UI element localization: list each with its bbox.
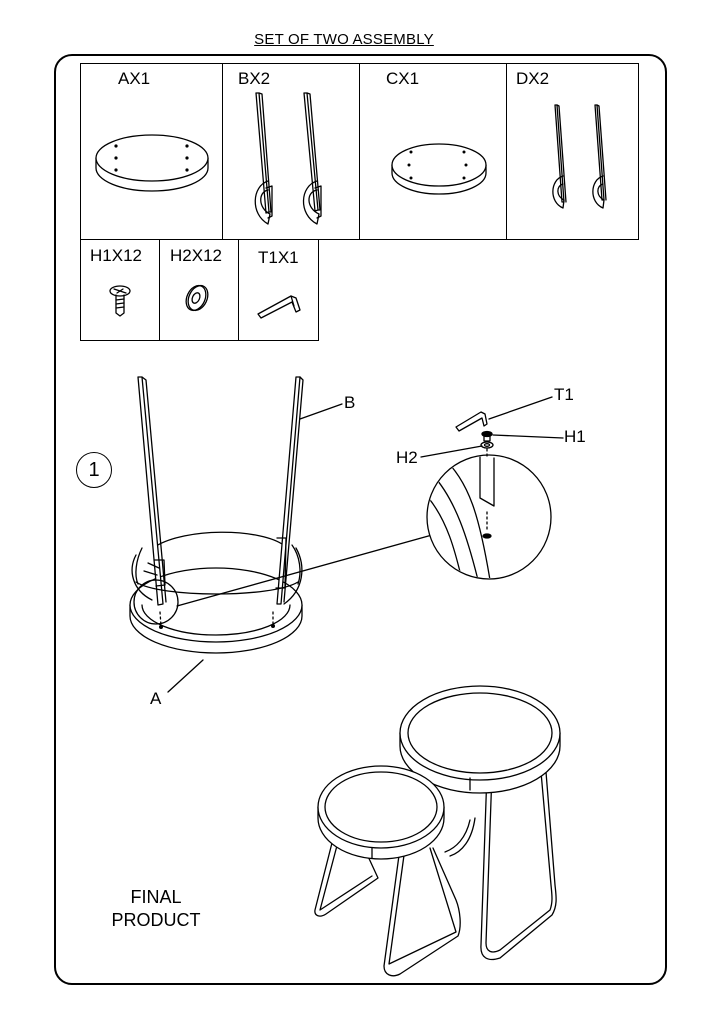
part-label-ax1: AX1 (118, 69, 151, 88)
detail-zoom-drawing (420, 396, 564, 580)
instruction-frame (54, 54, 667, 985)
callout-h2: H2 (396, 448, 418, 467)
callout-h1: H1 (564, 427, 586, 446)
step-number-badge: 1 (76, 452, 112, 488)
table-top-c-drawing (391, 143, 487, 195)
hardware-label-t1: T1X1 (258, 248, 299, 267)
final-product-label: FINAL PRODUCT (100, 886, 212, 932)
part-label-dx2: DX2 (516, 69, 550, 88)
hardware-label-h1: H1X12 (90, 246, 142, 265)
final-product-line1: FINAL (130, 887, 182, 907)
final-product-line2: PRODUCT (111, 910, 201, 930)
page-title: SET OF TWO ASSEMBLY (254, 31, 434, 48)
step1-assembly-drawing (129, 376, 433, 693)
callout-b: B (344, 393, 356, 412)
callout-t1: T1 (554, 385, 574, 404)
washer-h2-icon (185, 284, 209, 312)
leg-d-drawing (552, 104, 607, 209)
part-label-cx1: CX1 (386, 69, 420, 88)
part-cell-dx2 (506, 63, 639, 240)
callout-a: A (150, 689, 162, 708)
part-label-bx2: BX2 (238, 69, 271, 88)
screw-h1-icon (109, 285, 131, 317)
final-product-drawing (314, 685, 561, 977)
hardware-label-h2: H2X12 (170, 246, 222, 265)
hardware-cell-t1 (238, 239, 319, 341)
table-top-a-drawing (95, 134, 209, 192)
allen-key-t1-icon (257, 295, 301, 319)
leg-b-drawing (254, 92, 322, 225)
